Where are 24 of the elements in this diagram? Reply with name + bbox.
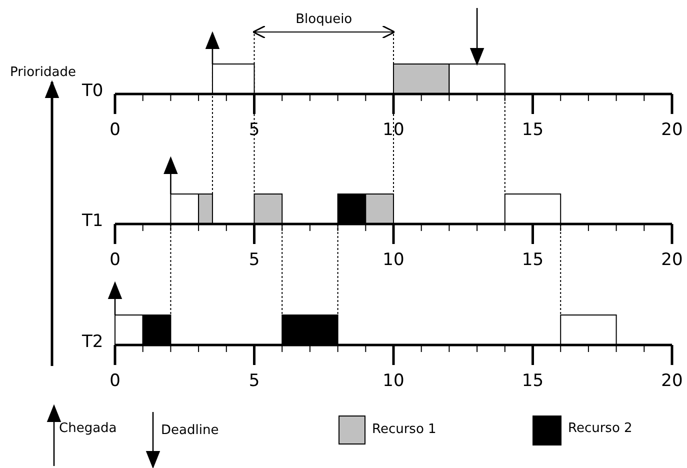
tick-label: 5 <box>248 122 260 139</box>
tick-label: 10 <box>382 373 404 390</box>
tick-label: 0 <box>110 252 120 269</box>
legend-label: Recurso 1 <box>372 423 436 436</box>
task-label: T0 <box>82 83 104 100</box>
tick-label: 0 <box>110 373 120 390</box>
tick-label: 5 <box>248 373 260 390</box>
legend-label: Recurso 2 <box>568 422 632 435</box>
task-label: T2 <box>82 334 104 351</box>
tick-label: 5 <box>248 252 260 269</box>
task-label: T1 <box>82 213 104 230</box>
tick-label: 20 <box>661 373 683 390</box>
tick-label: 0 <box>110 122 120 139</box>
tick-label: 10 <box>382 122 404 139</box>
legend-label: Deadline <box>161 424 219 437</box>
tick-label: 15 <box>522 252 544 269</box>
tick-label: 20 <box>661 122 683 139</box>
tick-label: 20 <box>661 252 683 269</box>
blocking-label: Bloqueio <box>296 13 352 26</box>
tick-label: 15 <box>522 373 544 390</box>
tick-label: 15 <box>522 122 544 139</box>
legend-label: Chegada <box>59 422 117 435</box>
tick-label: 10 <box>382 252 404 269</box>
axis-label: Prioridade <box>10 66 76 79</box>
